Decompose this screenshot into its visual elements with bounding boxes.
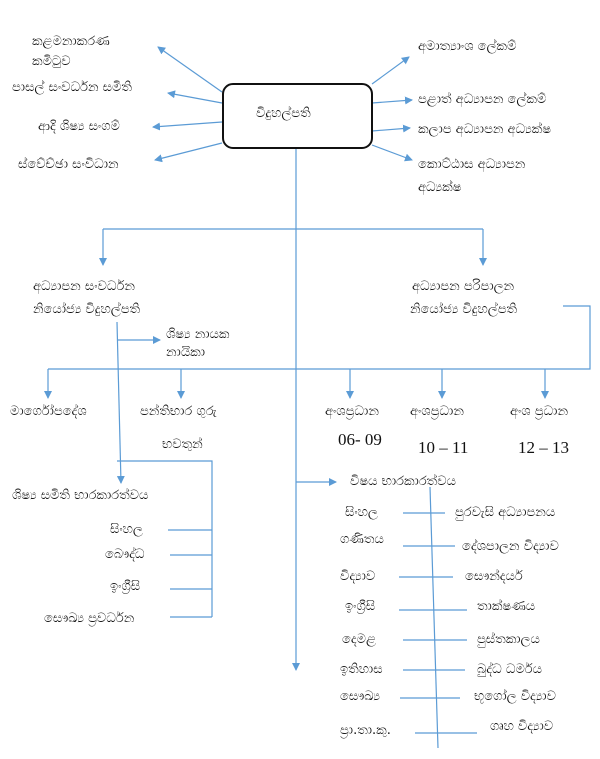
principal-box xyxy=(222,83,373,149)
guidance: මාර්ගෝපදේශ xyxy=(10,404,87,419)
zonal-director: කලාප අධ්‍යාපන අධ්‍යක්ෂ xyxy=(418,122,552,137)
prefects: ශිෂ්‍ය නායක xyxy=(166,327,230,342)
subject-left: ඉංග්‍රීසි xyxy=(345,599,376,614)
subjects-title: විෂය භාරකාරත්වය xyxy=(350,474,456,489)
subject-right: පුරවැසි අධ්‍යාපනය xyxy=(455,505,556,520)
sdc: පාසල් සංවර්ධන සමිති xyxy=(12,80,132,95)
society-item: සෞඛ්‍ය ප්‍රවර්ධන xyxy=(44,611,135,626)
subject-left: ගණිතය xyxy=(340,532,384,547)
section-grades: 12 – 13 xyxy=(518,438,569,457)
divisional-director-2: අධ්‍යක්ෂ xyxy=(418,180,462,195)
management-committee-2: කමිටුව xyxy=(32,54,71,69)
ministry-secretary: අමාත්‍යාංශ ලේකම් xyxy=(418,39,517,54)
section-head-label: අංශප්‍රධාන xyxy=(325,404,379,419)
society-item: සිංහල xyxy=(110,522,143,537)
management-committee: කළමනාකරණ xyxy=(32,34,110,49)
deputy-admin-2: නියෝජ්‍ය විදුහල්පති xyxy=(410,302,518,317)
section-grades: 06- 09 xyxy=(338,430,382,449)
subject-right: බුද්ධ ධර්මය xyxy=(477,662,543,677)
student-societies-title: ශිෂ්‍ය සමිති භාරකාරත්වය xyxy=(12,488,149,503)
subject-left: සිංහල xyxy=(345,505,378,520)
society-item: ඉංග්‍රීසි xyxy=(110,579,141,594)
subject-left: විද්‍යාව xyxy=(340,569,376,584)
class-teachers-2: භවතුන් xyxy=(162,437,203,452)
deputy-dev: අධ්‍යාපන සංවර්ධන xyxy=(33,279,135,294)
subject-left: සෞඛ්‍ය xyxy=(340,689,380,704)
deputy-admin: අධ්‍යාපන පරිපාලන xyxy=(412,279,515,294)
subject-right: සෞන්දර්ය xyxy=(465,569,523,584)
subject-right: ගෘහ විද්‍යාව xyxy=(490,719,554,734)
class-teachers: පන්තිභාර ගුරු xyxy=(140,404,217,419)
provincial-secretary: පළාත් අධ්‍යාපන ලේකම් xyxy=(418,92,547,107)
subject-right: තාක්ෂණය xyxy=(477,599,536,614)
deputy-dev-2: නියෝජ්‍ය විදුහල්පති xyxy=(33,302,141,317)
principal-label: විදුහල්පති xyxy=(256,106,311,121)
section-head-label: අංශ ප්‍රධාන xyxy=(510,404,569,419)
subject-right: භූගෝල විද්‍යාව xyxy=(474,689,556,704)
subject-left: ප්‍රා.තා.කු. xyxy=(340,723,391,738)
subject-left: දෙමළ xyxy=(342,632,376,647)
volunteer-orgs: ස්වේච්ඡා සංවිධාන xyxy=(18,157,119,172)
subject-right: දේශපාලන විද්‍යාව xyxy=(462,539,559,554)
prefects-2: නායිකා xyxy=(166,345,206,360)
subject-right: පුස්තකාලය xyxy=(477,632,540,647)
subject-left: ඉතිහාස xyxy=(340,662,383,677)
society-item: බෞද්ධ xyxy=(105,547,145,562)
section-head-label: අංශප්‍රධාන xyxy=(410,404,464,419)
section-grades: 10 – 11 xyxy=(418,438,469,457)
past-pupils: ආදි ශිෂ්‍ය සංගම් xyxy=(38,119,120,134)
divisional-director: කොට්ඨාස අධ්‍යාපන xyxy=(418,157,526,172)
